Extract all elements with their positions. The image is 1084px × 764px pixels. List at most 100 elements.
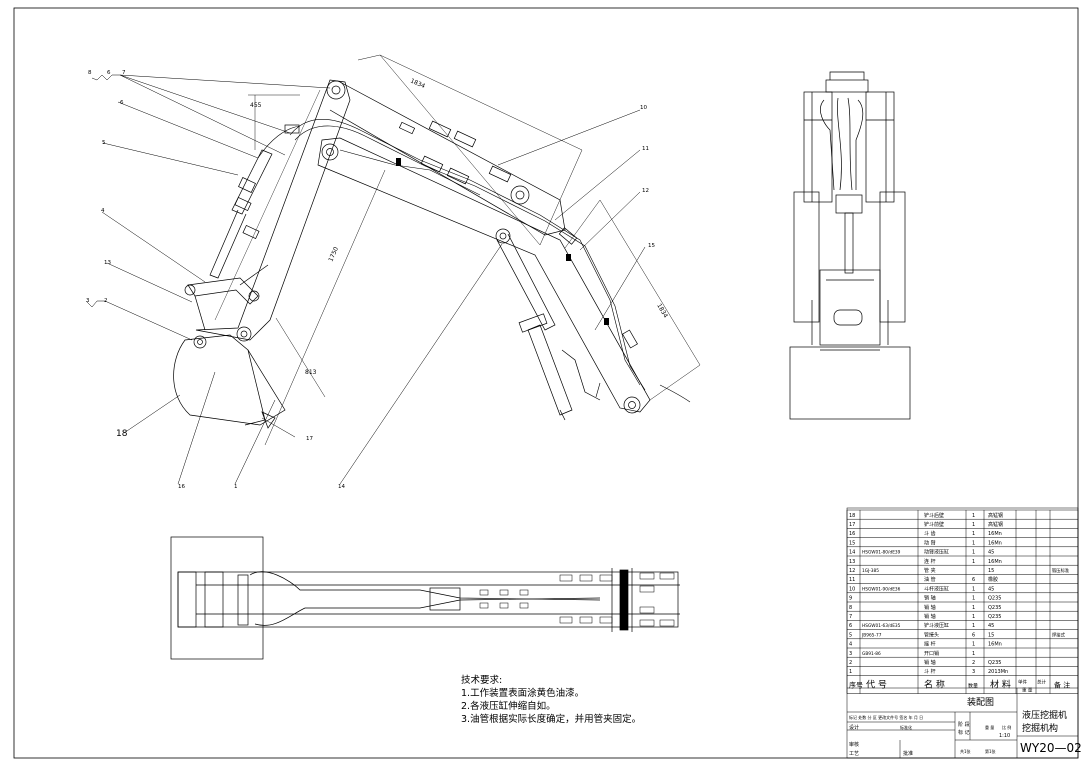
dimension-lines [248, 54, 701, 446]
approve-label: 批准 [903, 750, 913, 757]
boom-cylinder [495, 228, 601, 421]
sheet-number: 第1张 [985, 748, 996, 754]
title-block [846, 507, 1079, 759]
bom-row-material: 16Mn [988, 531, 1002, 537]
bom-row-name: 动臂液压缸 [924, 549, 949, 556]
bom-row-material: 高锰钢 [988, 521, 1003, 528]
bom-row-no: 6 [849, 623, 852, 629]
bom-row-material: 高锰钢 [988, 512, 1003, 519]
bom-row-material: Q235 [988, 660, 1001, 666]
bom-row-material: 45 [988, 586, 994, 592]
bom-row-no: 18 [849, 513, 855, 519]
callout-13: 13 [104, 260, 111, 266]
sheets-total: 共1张 [960, 748, 971, 754]
bom-row-name: 管接头 [924, 631, 939, 638]
callout-11: 11 [642, 146, 649, 152]
bom-row-qty: 1 [972, 531, 975, 537]
bom-row-no: 3 [849, 651, 852, 657]
title-line1: 液压挖掘机 [1022, 709, 1067, 721]
bom-row-name: 销 轴 [924, 613, 936, 620]
bom-row-material: 16Mn [988, 642, 1002, 648]
bom-row-no: 4 [849, 642, 852, 648]
outer-frame [13, 7, 1079, 759]
process-label: 工艺 [849, 751, 859, 757]
bom-header-unit: 单件 [1018, 679, 1027, 686]
bom-row-material: Q235 [988, 614, 1001, 620]
bom-row-qty: 1 [972, 586, 975, 592]
callout-10: 10 [640, 105, 647, 111]
boom-outline [195, 79, 351, 341]
bom-row-name: 销 轴 [924, 595, 936, 602]
mark-labels: 标记 处数 分 区 更改文件号 签名 年 月 日 [849, 714, 923, 720]
bom-row-no: 15 [849, 540, 855, 546]
bom-row-material: 15 [988, 568, 994, 574]
hoses [257, 119, 691, 403]
side-view [173, 79, 691, 429]
note-item-3: 3.油管根据实际长度确定，并用管夹固定。 [461, 714, 642, 725]
bom-header-note: 备 注 [1054, 681, 1070, 690]
technical-notes: 技术要求: 1.工作装置表面涂黄色油漆。 2.各液压缸伸缩自如。 3.油管根据实… [461, 674, 641, 726]
bom-row-qty: 1 [972, 614, 975, 620]
dim-upper-arm: 1834 [409, 77, 426, 90]
bom-row-name: 斗 杆 [924, 668, 936, 675]
bom-row-name: 销 轴 [924, 604, 936, 611]
bom-row-no: 11 [849, 577, 855, 583]
stick-outline [317, 137, 651, 413]
callout-14: 14 [338, 484, 345, 490]
bom-row-qty: 1 [972, 623, 975, 629]
assembly-label: 装配图 [967, 696, 994, 708]
bom-row-material: 45 [988, 550, 994, 556]
weight-label: 重 量 [985, 724, 994, 730]
note-item-2: 2.各液压缸伸缩自如。 [461, 701, 556, 712]
bom-row-qty: 1 [972, 642, 975, 648]
front-view [789, 71, 911, 420]
bom-row-qty: 1 [972, 559, 975, 565]
bom-row-qty: 1 [972, 540, 975, 546]
stage-mark2: 标 记 [958, 729, 970, 736]
bom-row-material: 15 [988, 632, 994, 638]
leader-lines [85, 74, 646, 485]
bom-row-code: HSGW01-90/dE36 [862, 586, 901, 592]
bom-row-qty: 6 [972, 632, 975, 638]
callout-4: 4 [101, 208, 105, 214]
callout-8: 8 [88, 70, 92, 76]
bom-row-qty: 1 [972, 651, 975, 657]
bom-row-material: 45 [988, 623, 994, 629]
bom-header-qty: 数量 [968, 683, 978, 690]
bom-row-name: 铲斗后壁 [924, 512, 944, 519]
callout-6b: 6 [120, 100, 124, 106]
bucket-linkage [184, 264, 269, 349]
bom-header-material: 材 料 [990, 679, 1011, 691]
bom-row-name: 铲斗前壁 [924, 521, 944, 528]
bom-row-no: 5 [849, 632, 852, 638]
callout-18: 18 [116, 429, 128, 439]
bom-row-material: 16Mn [988, 559, 1002, 565]
bom-header-code: 代 号 [866, 680, 887, 691]
callout-1: 1 [234, 484, 238, 490]
bom-row-no: 9 [849, 596, 852, 602]
callout-12: 12 [642, 188, 649, 194]
bom-row-material: Q235 [988, 596, 1001, 602]
bom-row-qty: 1 [972, 605, 975, 611]
bom-row-no: 10 [849, 586, 855, 592]
callout-6: 6 [107, 70, 111, 76]
bom-row-qty: 1 [972, 596, 975, 602]
dim-stick-lower: 1834 [655, 303, 669, 320]
callout-17: 17 [306, 436, 313, 442]
bom-row-no: 8 [849, 605, 852, 611]
dim-arm-height: 455 [250, 102, 262, 109]
notes-title: 技术要求: [461, 675, 503, 686]
drawing-number: WY20—02 [1020, 741, 1082, 755]
stage-mark: 阶 段 [958, 721, 970, 728]
bom-row-qty: 2 [972, 660, 975, 666]
bom-row-qty: 1 [972, 550, 975, 556]
bom-row-material: 橡胶 [988, 576, 998, 583]
review-label: 审核 [849, 741, 859, 748]
designer-label: 设计 [849, 724, 859, 731]
bom-row-no: 16 [849, 531, 855, 537]
bom-row-qty: 6 [972, 577, 975, 583]
bom-row-no: 2 [849, 660, 852, 666]
bom-row-qty: 1 [972, 522, 975, 528]
title-line2: 挖掘机构 [1022, 722, 1058, 734]
